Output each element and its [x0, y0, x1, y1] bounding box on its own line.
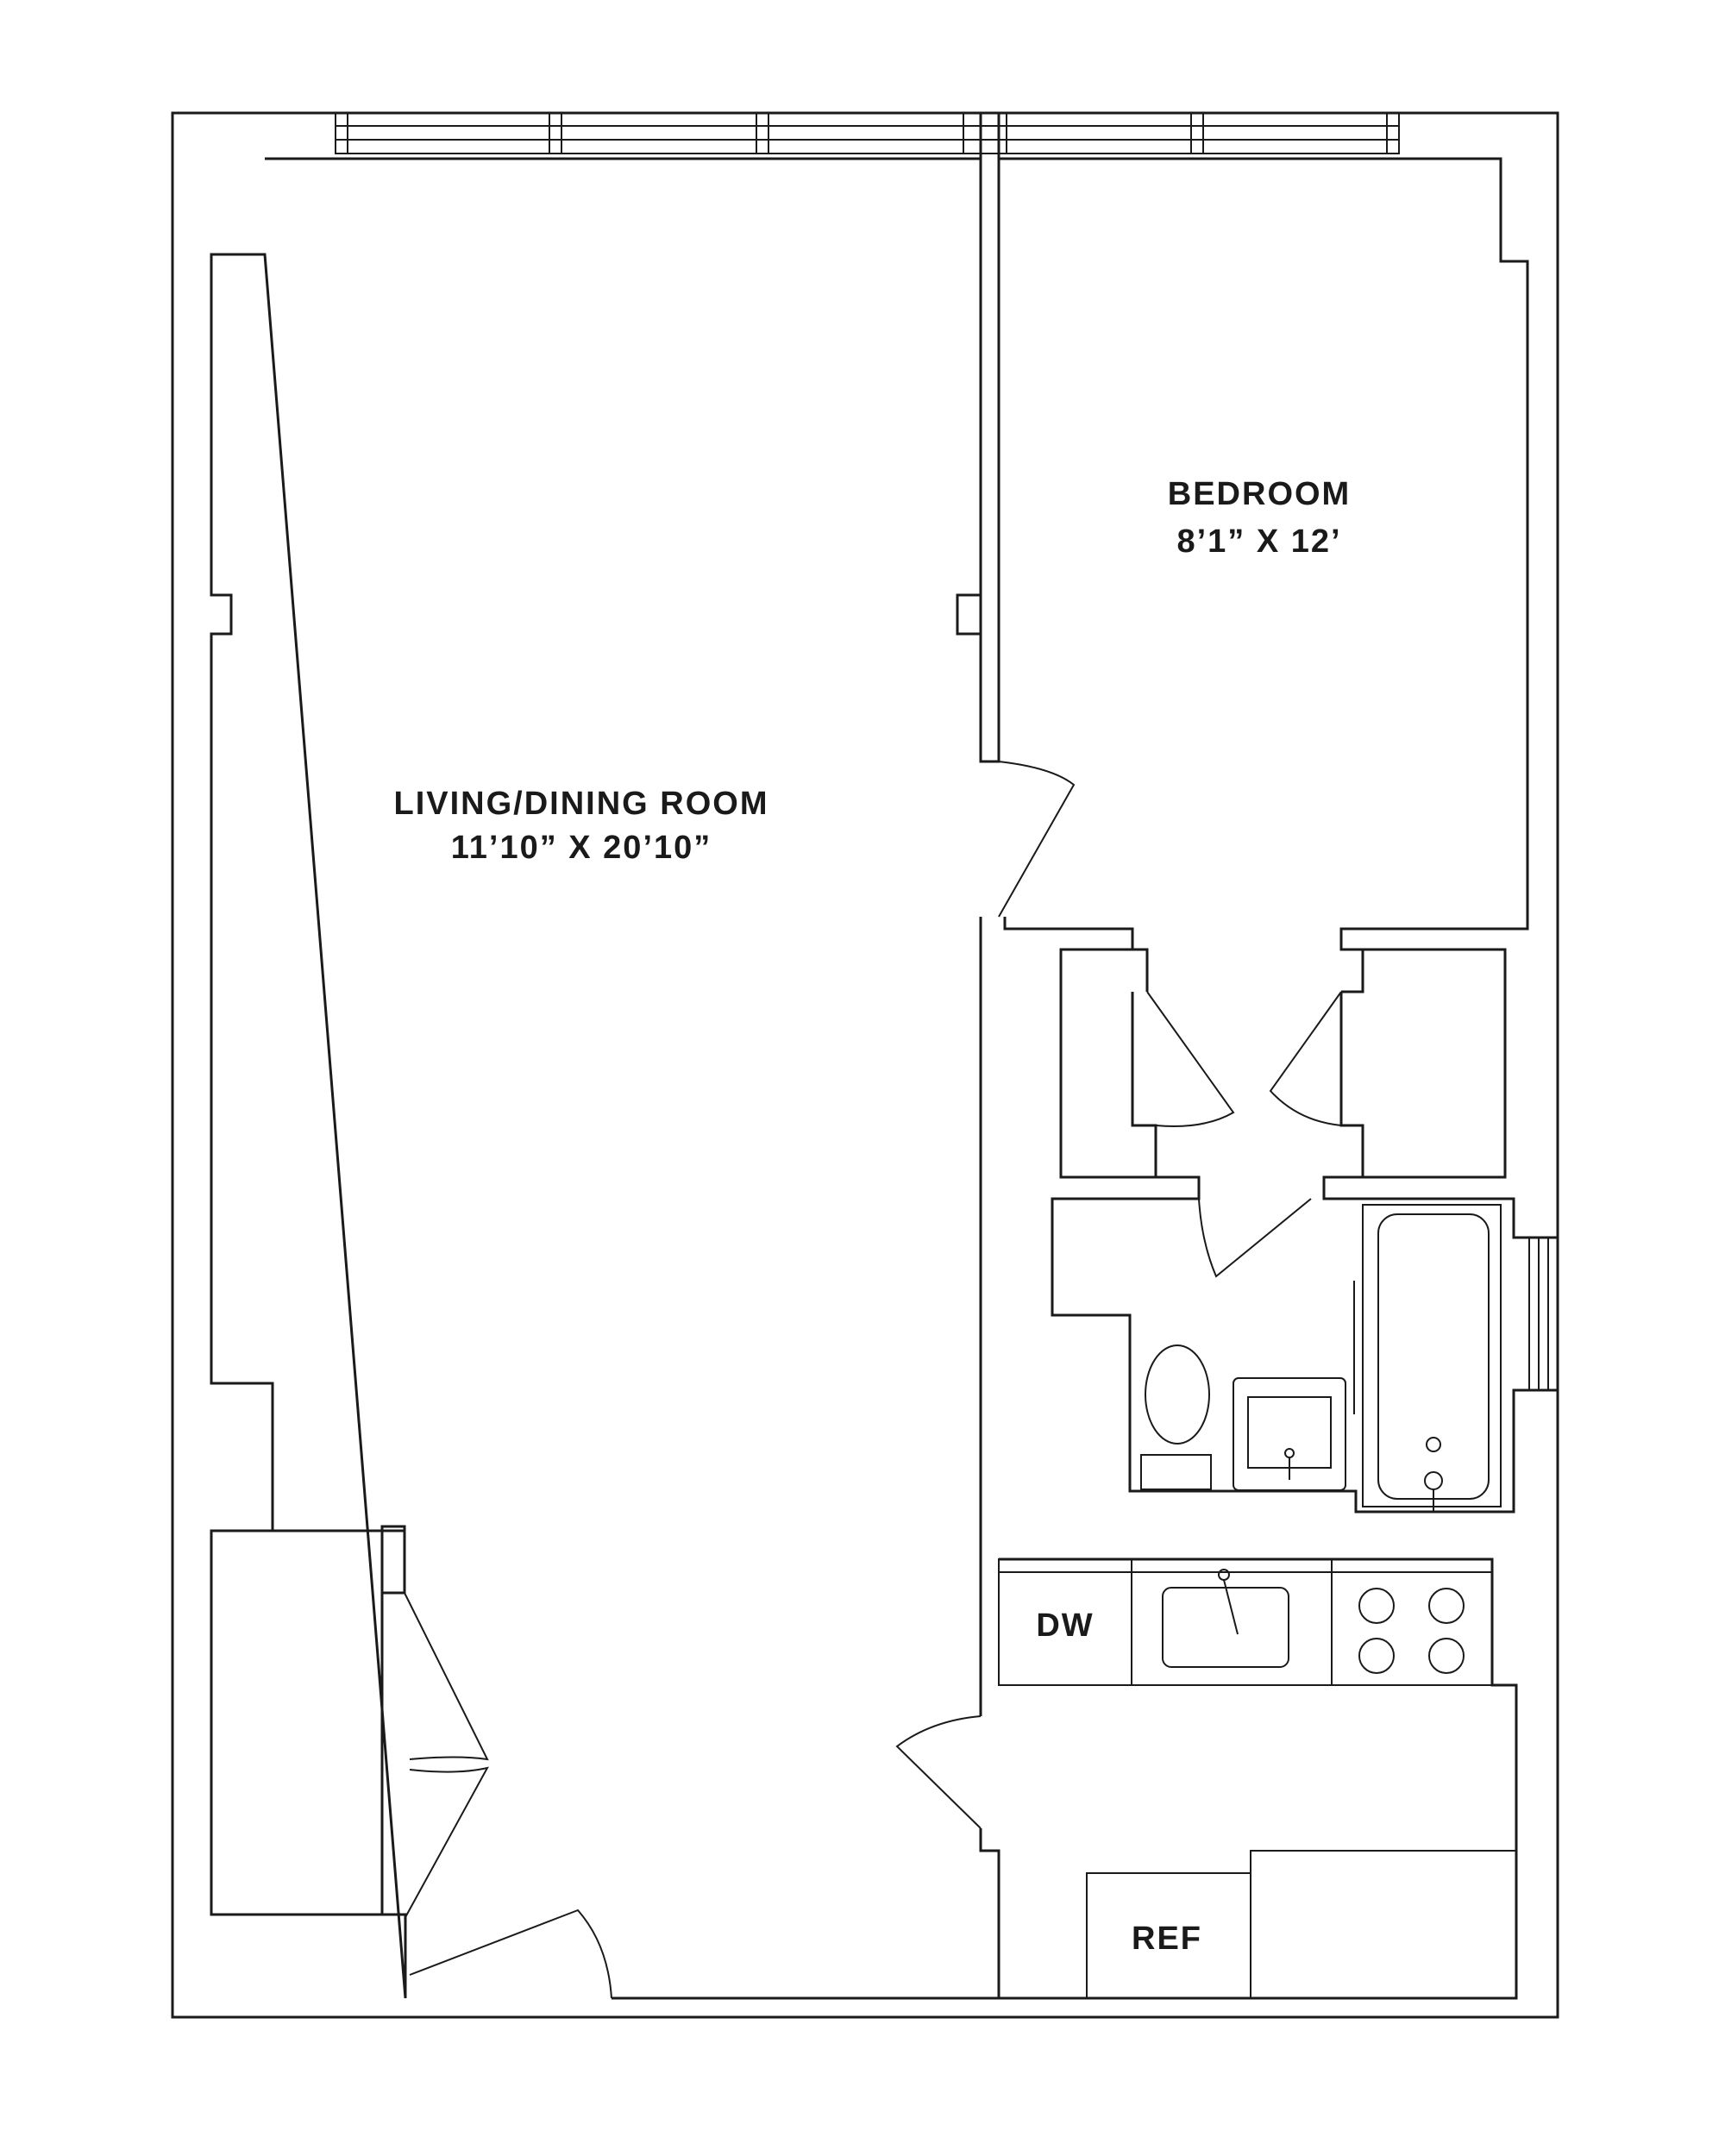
closet-left: [1059, 948, 1157, 1179]
living-room-dims: 11’10” X 20’10”: [451, 830, 712, 866]
living-room-name: LIVING/DINING ROOM: [394, 786, 769, 822]
closet-right: [1339, 948, 1507, 1179]
bedroom-door: [998, 761, 1076, 918]
entry-door: [409, 1908, 612, 1999]
bathroom-door: [1198, 1198, 1312, 1278]
refrigerator-label: REF: [1132, 1921, 1202, 1957]
outer-wall: [171, 111, 1559, 2019]
kitchen-counter-lower: [1250, 1850, 1517, 1999]
kitchen-door: [895, 1715, 982, 1829]
bathroom-window: [1528, 1237, 1559, 1391]
kitchen-counter: [998, 1558, 1493, 1686]
toilet: [1140, 1344, 1212, 1490]
entry-closet: [210, 1529, 406, 1916]
bathroom-wall: [1051, 1175, 1558, 1514]
stove: [1358, 1588, 1465, 1674]
closet-door-lower: [404, 1766, 489, 1920]
closet-right-door: [1269, 991, 1342, 1126]
closet-door-upper: [404, 1592, 489, 1761]
partition-wall: [979, 113, 1000, 763]
bathtub: [1353, 1204, 1502, 1511]
bedroom-wall: [999, 157, 1529, 993]
living-room-wall: [210, 157, 1000, 2000]
bathroom-sink: [1233, 1377, 1346, 1491]
bedroom-dims: 8’1” X 12’: [1176, 523, 1341, 560]
closet-left-door: [1146, 991, 1235, 1127]
top-window: [335, 112, 1400, 154]
bedroom-name: BEDROOM: [1168, 476, 1351, 512]
kitchen-sink: [1162, 1569, 1289, 1668]
dishwasher-label: DW: [1036, 1608, 1094, 1644]
